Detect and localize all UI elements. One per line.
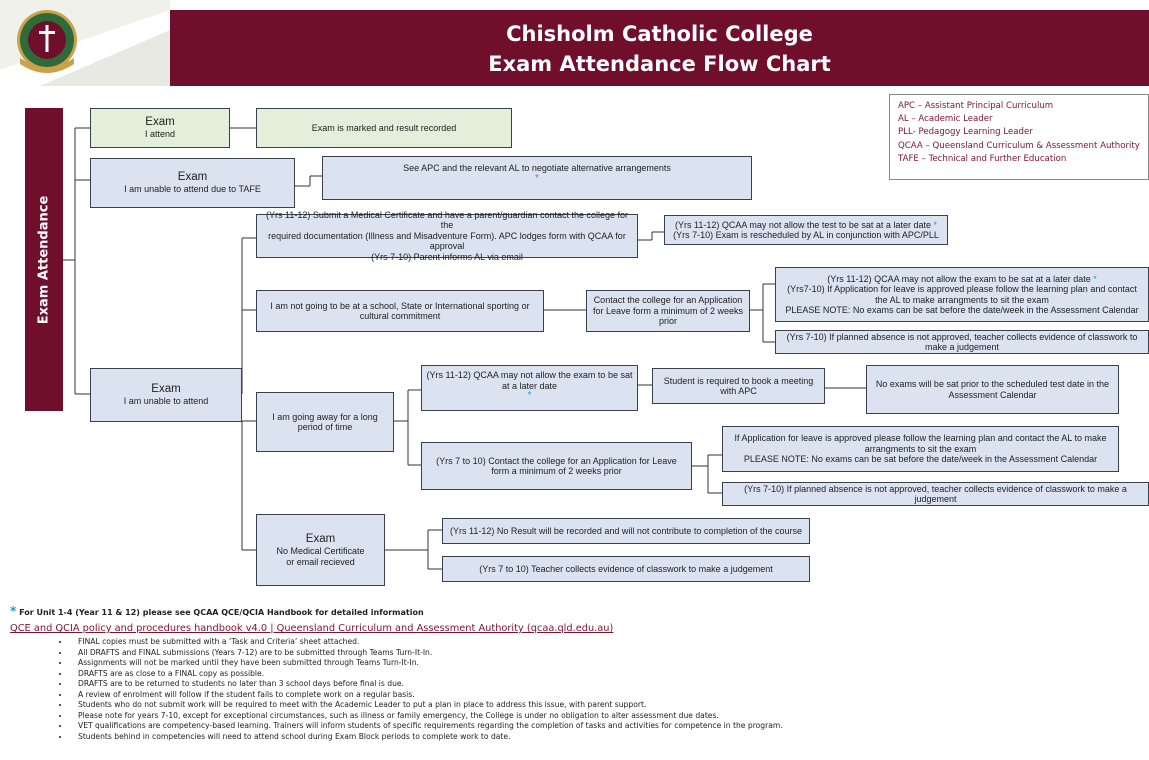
node-line: PLEASE NOTE: No exams can be sat before … (785, 305, 1139, 315)
node-line: (Yrs 7-10) Exam is rescheduled by AL in … (673, 230, 939, 240)
node-text: No exams will be sat prior to the schedu… (875, 379, 1110, 400)
legend-item: APC – Assistant Principal Curriculum (898, 101, 1054, 111)
node-line: (Yrs 11-12) QCAA may not allow the test … (675, 219, 937, 230)
node-sporting-approved: (Yrs 11-12) QCAA may not allow the exam … (775, 267, 1149, 322)
header-title-line1: Chisholm Catholic College (506, 22, 813, 46)
node-line: (Yrs 7-10) Parent informs AL via email (371, 251, 523, 262)
legend-item: QCAA – Queensland Curriculum & Assessmen… (898, 140, 1140, 151)
side-label-text: Exam Attendance (36, 195, 52, 324)
star-marker: * (1093, 273, 1097, 284)
notes-section: * For Unit 1-4 (Year 11 & 12) please see… (10, 604, 1140, 742)
header-title-line2: Exam Attendance Flow Chart (488, 52, 831, 76)
note-item: Please note for years 7-10, except for e… (70, 711, 1140, 722)
star-marker: * (933, 219, 937, 230)
node-line: No Medical Certificate (276, 546, 365, 556)
star-marker: * (10, 604, 17, 618)
note-item: A review of enrolment will follow if the… (70, 690, 1140, 701)
node-exam-marked: Exam is marked and result recorded (256, 108, 512, 148)
footnote: * For Unit 1-4 (Year 11 & 12) please see… (10, 604, 1140, 618)
star-marker: * (527, 390, 532, 401)
note-item: DRAFTS are to be returned to students no… (70, 679, 1140, 690)
node-line: (Yrs 11-12) Submit a Medical Certificate… (265, 209, 629, 231)
node-no-medical: Exam No Medical Certificate or email rec… (256, 514, 385, 586)
node-text: (Yrs 7-10) If planned absence is not app… (744, 483, 1127, 505)
node-text: I am going away for a long period of tim… (272, 411, 378, 433)
college-crest-icon (0, 0, 170, 86)
node-title: Exam (145, 116, 175, 129)
note-item: FINAL copies must be submitted with a ‘T… (70, 637, 1140, 648)
node-subtitle: I am unable to attend (123, 396, 209, 407)
node-see-apc-al: See APC and the relevant AL to negotiate… (322, 156, 752, 200)
node-text: (Yrs 7 to 10) Teacher collects evidence … (479, 563, 773, 574)
legend-box: APC – Assistant Principal Curriculum AL … (889, 94, 1149, 180)
node-line: required documentation (Illness and Misa… (268, 230, 626, 252)
header-band: Chisholm Catholic College Exam Attendanc… (170, 10, 1149, 86)
handbook-link[interactable]: QCE and QCIA policy and procedures handb… (10, 623, 614, 634)
node-text: See APC and the relevant AL to negotiate… (403, 163, 671, 173)
legend-item: AL – Academic Leader (898, 114, 993, 125)
footnote-text: For Unit 1-4 (Year 11 & 12) please see Q… (19, 608, 424, 617)
node-line: If Application for leave is approved ple… (734, 433, 1107, 454)
node-title: Exam (177, 171, 208, 184)
node-away-senior: (Yrs 11-12) QCAA may not allow the exam … (421, 365, 638, 411)
node-sporting-commitment: I am not going to be at a school, State … (256, 290, 544, 332)
node-medical-certificate: (Yrs 11-12) Submit a Medical Certificate… (256, 210, 638, 262)
node-exam-unable: Exam I am unable to attend (90, 368, 242, 422)
legend-item: PLL- Pedagogy Learning Leader (898, 127, 1033, 138)
node-title: Exam (305, 533, 336, 545)
node-sporting-leave-form: Contact the college for an Application f… (586, 290, 750, 332)
node-no-result: (Yrs 11-12) No Result will be recorded a… (442, 518, 810, 544)
node-line: PLEASE NOTE: No exams can be sat before … (743, 454, 1098, 465)
node-going-away: I am going away for a long period of tim… (256, 392, 394, 452)
node-text: Contact the college for an Application f… (592, 295, 744, 327)
side-label-exam-attendance: Exam Attendance (25, 108, 63, 411)
node-exam-tafe: Exam I am unable to attend due to TAFE (90, 158, 295, 208)
note-item: Students who do not submit work will be … (70, 700, 1140, 711)
legend-item: TAFE – Technical and Further Education (898, 153, 1067, 164)
node-text: Exam is marked and result recorded (311, 122, 457, 133)
node-away-approved: If Application for leave is approved ple… (722, 426, 1119, 472)
node-apc-meeting: Student is required to book a meeting wi… (652, 368, 825, 404)
note-item: Students behind in competencies will nee… (70, 732, 1140, 743)
note-item: DRAFTS are as close to a FINAL copy as p… (70, 669, 1140, 680)
node-subtitle: I am unable to attend due to TAFE (124, 184, 261, 195)
node-teacher-evidence: (Yrs 7 to 10) Teacher collects evidence … (442, 556, 810, 582)
connector-lines (63, 127, 866, 570)
node-sporting-not-approved: (Yrs 7-10) If planned absence is not app… (775, 330, 1149, 354)
node-no-exams-prior: No exams will be sat prior to the schedu… (866, 365, 1119, 414)
node-text: Student is required to book a meeting wi… (663, 375, 814, 397)
node-line: (Yrs 11-12) QCAA may not allow the exam … (827, 273, 1097, 284)
node-away-junior: (Yrs 7 to 10) Contact the college for an… (421, 442, 692, 490)
node-medical-outcome: (Yrs 11-12) QCAA may not allow the test … (664, 215, 948, 245)
note-item: Assignments will not be marked until the… (70, 658, 1140, 669)
node-text: (Yrs 7-10) If planned absence is not app… (786, 331, 1138, 353)
logo-panel (0, 0, 170, 86)
note-item: All DRAFTS and FINAL submissions (Years … (70, 648, 1140, 659)
notes-list: FINAL copies must be submitted with a ‘T… (10, 637, 1140, 742)
node-subtitle: I attend (144, 129, 176, 140)
node-text: I am not going to be at a school, State … (270, 300, 530, 322)
node-text: (Yrs 11-12) No Result will be recorded a… (449, 525, 802, 536)
note-item: VET qualifications are competency-based … (70, 721, 1140, 732)
node-line: (Yrs7-10) If Application for leave is ap… (787, 284, 1137, 305)
node-title: Exam (151, 383, 181, 396)
star-marker: * (535, 172, 539, 184)
node-away-not-approved: (Yrs 7-10) If planned absence is not app… (722, 482, 1149, 506)
node-exam-attend: Exam I attend (90, 108, 230, 148)
node-text: (Yrs 11-12) QCAA may not allow the exam … (426, 370, 633, 391)
node-text: (Yrs 7 to 10) Contact the college for an… (436, 455, 677, 477)
node-line: or email recieved (286, 556, 355, 567)
